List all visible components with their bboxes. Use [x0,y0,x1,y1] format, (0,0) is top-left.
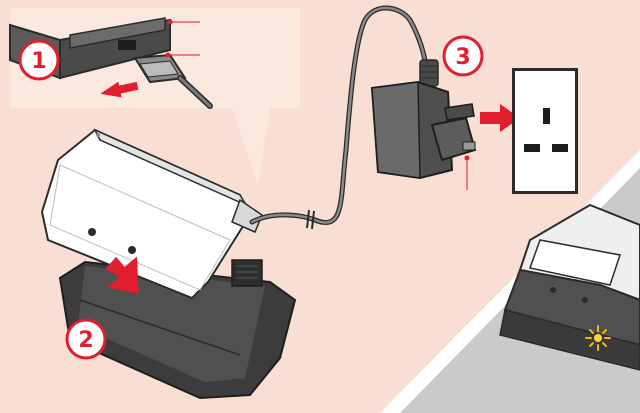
corner-detail-panel [380,150,640,413]
power-cable [249,5,431,230]
led-glow-icon [585,325,611,351]
arrow-right-icon [480,104,520,132]
step-badge-1: 1 [18,39,60,81]
step-number-1: 1 [31,49,46,74]
console-device [40,128,263,300]
step-number-2: 2 [78,328,93,353]
ac-adapter [370,59,477,190]
arrow-right-icon [100,81,139,98]
step-number-3: 3 [455,45,470,70]
adapter-plug-connector [133,53,213,109]
step-badge-3: 3 [442,35,484,77]
corner-console-detail [499,203,640,371]
step-badge-2: 2 [65,318,107,360]
wall-socket [512,68,578,194]
arrow-down-icon [105,256,139,294]
